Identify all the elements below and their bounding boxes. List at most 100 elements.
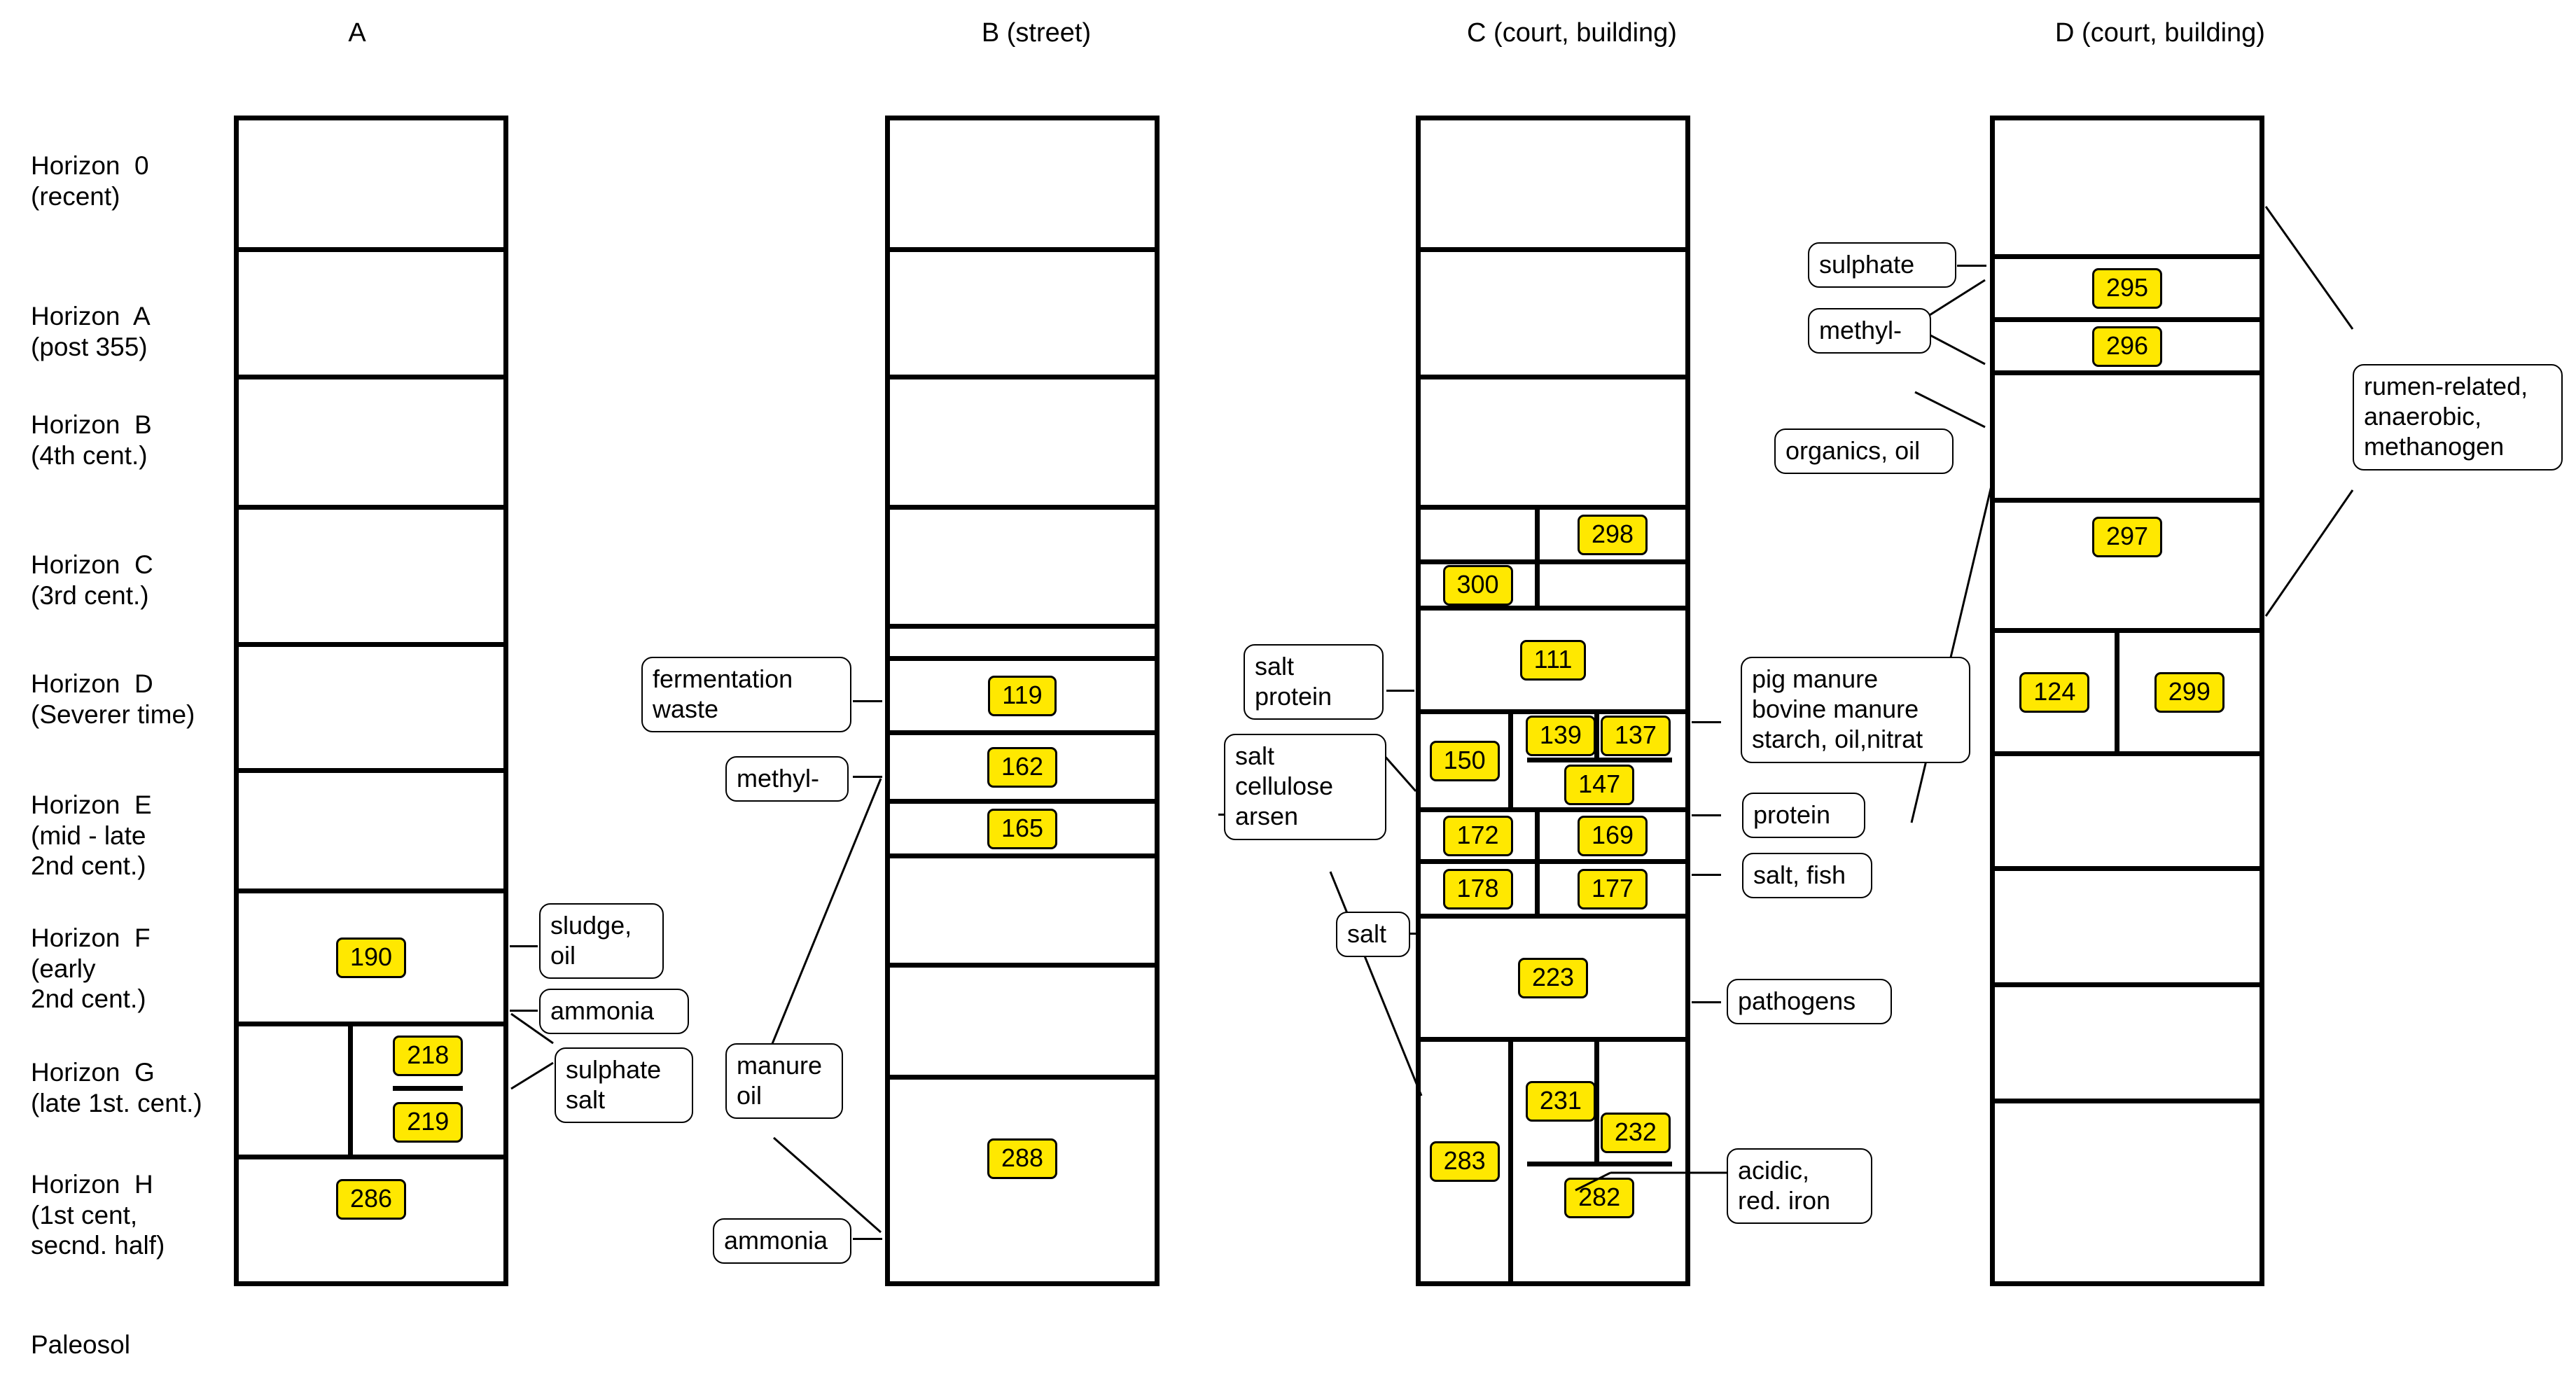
horizon-label-h: Horizon H (1st cent, secnd. half) bbox=[31, 1170, 165, 1260]
callout-acidic-red-iron: acidic, red. iron bbox=[1727, 1148, 1872, 1225]
find-chip-299[interactable]: 299 bbox=[2154, 671, 2225, 713]
find-chip-177[interactable]: 177 bbox=[1578, 868, 1648, 909]
column-b-row-thin bbox=[890, 629, 1155, 661]
column-c-row-hg: 223 bbox=[1421, 919, 1685, 1042]
find-chip-169[interactable]: 169 bbox=[1578, 815, 1648, 856]
column-c-row-hb bbox=[1421, 379, 1685, 510]
find-chip-282[interactable]: 282 bbox=[1564, 1177, 1635, 1218]
column-c-row-hc1: 298 bbox=[1421, 510, 1685, 564]
column-a-hg-left-cell bbox=[239, 1026, 353, 1155]
column-d-row-hb bbox=[1995, 375, 2260, 503]
find-chip-300[interactable]: 300 bbox=[1442, 564, 1513, 606]
find-chip-147[interactable]: 147 bbox=[1564, 765, 1635, 806]
column-c-row-hd: 111 bbox=[1421, 611, 1685, 714]
column-c-row-hc2: 300 bbox=[1421, 564, 1685, 611]
find-chip-150[interactable]: 150 bbox=[1429, 740, 1500, 781]
find-chip-119[interactable]: 119 bbox=[988, 675, 1057, 716]
column-a-row-hf: 190 bbox=[239, 893, 503, 1026]
leader-tick-sludge-oil bbox=[510, 945, 538, 947]
leader-tick-fermentation bbox=[853, 700, 882, 702]
column-a-hg-right-cell: 218 219 bbox=[353, 1026, 503, 1155]
find-chip-296[interactable]: 296 bbox=[2091, 326, 2163, 367]
callout-rumen-related: rumen-related, anaerobic, methanogen bbox=[2353, 364, 2563, 471]
horizon-label-b: Horizon B (4th cent.) bbox=[31, 410, 152, 470]
find-chip-297[interactable]: 297 bbox=[2091, 517, 2163, 557]
column-d-row-hg bbox=[1995, 987, 2260, 1103]
column-b-row-hb bbox=[890, 379, 1155, 510]
leader-tick-protein bbox=[1692, 814, 1721, 816]
callout-ammonia-a: ammonia bbox=[539, 989, 689, 1035]
find-chip-137[interactable]: 137 bbox=[1600, 716, 1671, 757]
column-c-row-h0 bbox=[1421, 120, 1685, 252]
find-chip-178[interactable]: 178 bbox=[1442, 868, 1513, 909]
column-b-row-he1: 162 bbox=[890, 735, 1155, 804]
column-b-row-hc bbox=[890, 510, 1155, 629]
column-header-b: B (street) bbox=[981, 18, 1092, 48]
callout-salt-protein: salt protein bbox=[1244, 644, 1384, 720]
find-chip-124[interactable]: 124 bbox=[2019, 671, 2090, 713]
leader-tick-methyl-b bbox=[853, 776, 882, 778]
column-d: 295 296 297 124 299 bbox=[1990, 116, 2264, 1286]
callout-fermentation-waste: fermentation waste bbox=[641, 657, 851, 733]
callout-salt-cellulose-arsen: salt cellulose arsen bbox=[1224, 734, 1386, 840]
leader-tick-ammonia-a bbox=[510, 1010, 538, 1012]
column-header-c: C (court, building) bbox=[1467, 18, 1677, 48]
find-chip-218[interactable]: 218 bbox=[393, 1036, 464, 1077]
column-d-row-hh bbox=[1995, 1103, 2260, 1281]
paleosol-label: Paleosol bbox=[31, 1330, 130, 1359]
column-d-row-hc: 297 bbox=[1995, 503, 2260, 633]
callout-protein: protein bbox=[1742, 793, 1865, 839]
column-header-a: A bbox=[348, 18, 366, 48]
column-c-row-hf2: 178 177 bbox=[1421, 864, 1685, 919]
column-b-row-hd: 119 bbox=[890, 661, 1155, 735]
column-a-row-hd bbox=[239, 647, 503, 773]
find-chip-219[interactable]: 219 bbox=[393, 1102, 464, 1143]
callout-salt-fish: salt, fish bbox=[1742, 853, 1872, 899]
column-a-row-hg: 218 219 bbox=[239, 1026, 503, 1159]
callout-sludge-oil: sludge, oil bbox=[539, 903, 664, 980]
column-b-row-hg bbox=[890, 968, 1155, 1080]
column-b: 119 162 165 288 bbox=[885, 116, 1160, 1286]
horizon-label-0: Horizon 0 (recent) bbox=[31, 151, 149, 211]
horizon-label-d: Horizon D (Severer time) bbox=[31, 669, 195, 729]
column-c-row-he: 150 139 137 147 bbox=[1421, 714, 1685, 812]
find-chip-295[interactable]: 295 bbox=[2091, 267, 2163, 309]
find-chip-139[interactable]: 139 bbox=[1525, 716, 1596, 757]
horizon-label-f: Horizon F (early 2nd cent.) bbox=[31, 924, 151, 1014]
find-chip-162[interactable]: 162 bbox=[987, 746, 1058, 788]
callout-pathogens: pathogens bbox=[1727, 979, 1892, 1025]
find-chip-232[interactable]: 232 bbox=[1600, 1112, 1671, 1153]
horizon-label-c: Horizon C (3rd cent.) bbox=[31, 550, 153, 610]
column-a-row-hc bbox=[239, 510, 503, 647]
callout-salt-c: salt bbox=[1336, 912, 1410, 958]
callout-sulphate-salt: sulphate salt bbox=[555, 1047, 693, 1124]
leader-tick-pig-manure bbox=[1692, 721, 1721, 723]
column-c-row-hf1: 172 169 bbox=[1421, 812, 1685, 864]
leader-tick-pathogens bbox=[1692, 1001, 1721, 1003]
leader-tick-salt-protein bbox=[1386, 690, 1414, 692]
horizon-label-a: Horizon A (post 355) bbox=[31, 302, 151, 361]
find-chip-288[interactable]: 288 bbox=[987, 1138, 1058, 1179]
find-chip-190[interactable]: 190 bbox=[335, 937, 407, 978]
callout-pig-manure: pig manure bovine manure starch, oil,nit… bbox=[1741, 657, 1970, 763]
column-c-hc2-right-cell bbox=[1540, 564, 1685, 606]
horizon-label-g: Horizon G (late 1st. cent.) bbox=[31, 1058, 202, 1117]
column-c-hc1-left-cell bbox=[1421, 510, 1540, 559]
column-c: 298 300 111 150 139 bbox=[1416, 116, 1690, 1286]
find-chip-165[interactable]: 165 bbox=[987, 808, 1058, 849]
column-d-row-he bbox=[1995, 756, 2260, 871]
find-chip-231[interactable]: 231 bbox=[1525, 1081, 1596, 1122]
find-chip-111[interactable]: 111 bbox=[1519, 639, 1587, 681]
column-b-row-he2: 165 bbox=[890, 804, 1155, 858]
column-c-hh-right-cell: 231 232 282 bbox=[1513, 1042, 1685, 1281]
find-chip-283[interactable]: 283 bbox=[1429, 1141, 1500, 1182]
find-chip-223[interactable]: 223 bbox=[1517, 957, 1589, 998]
column-b-row-ha bbox=[890, 252, 1155, 379]
column-d-row-h0 bbox=[1995, 120, 2260, 259]
find-chip-286[interactable]: 286 bbox=[335, 1179, 407, 1220]
column-c-row-hh: 283 231 232 282 bbox=[1421, 1042, 1685, 1281]
find-chip-298[interactable]: 298 bbox=[1578, 514, 1648, 555]
column-a-row-hh: 286 bbox=[239, 1159, 503, 1281]
find-chip-172[interactable]: 172 bbox=[1442, 815, 1513, 856]
